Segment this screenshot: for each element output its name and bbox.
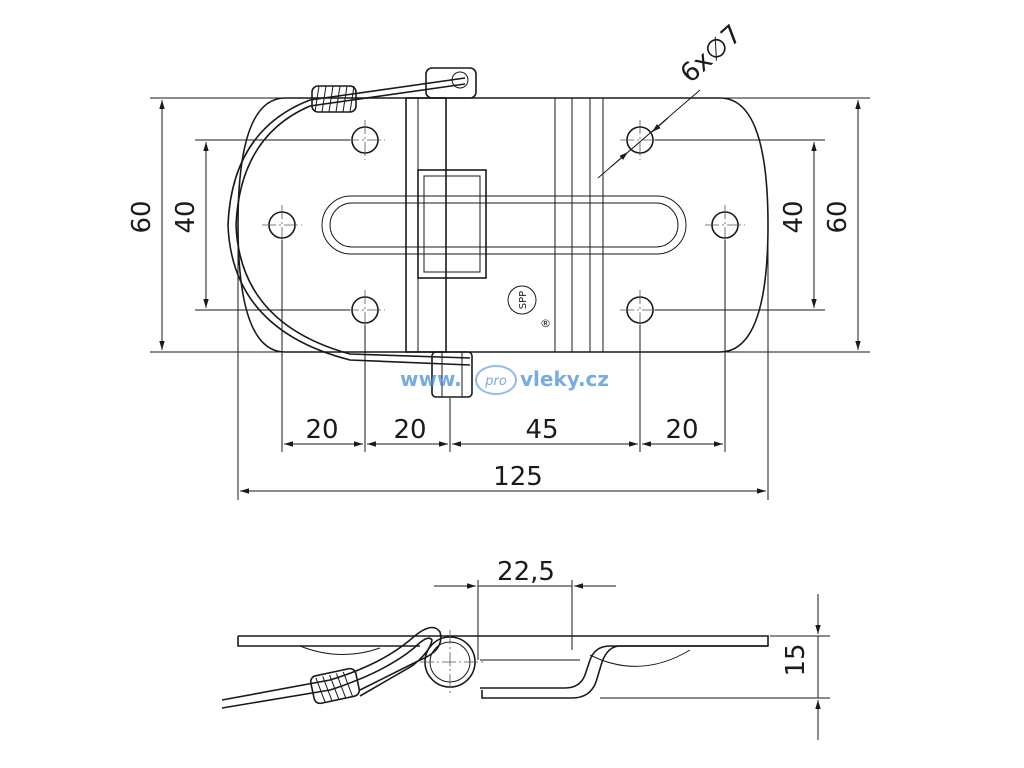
hinge-leaf <box>417 169 487 279</box>
hinge-knuckle <box>405 97 447 353</box>
registered-mark: ® <box>540 317 551 330</box>
side-view: 22,5 15 <box>221 557 830 740</box>
slot <box>321 195 687 255</box>
dim-label-60-left: 60 <box>127 200 157 233</box>
spring-coil <box>311 85 357 113</box>
dim-label-15: 15 <box>781 643 811 676</box>
watermark: www. pro vleky.cz <box>400 365 609 395</box>
dim-label-40-right: 40 <box>779 200 809 233</box>
dim-label-45: 45 <box>525 415 558 445</box>
hole-callout-label: 6x∅7 <box>675 19 748 89</box>
center-lines <box>262 120 745 330</box>
dim-label-20-b: 20 <box>393 415 426 445</box>
dim-label-60-right: 60 <box>823 200 853 233</box>
top-view: SPP ® 60 40 40 60 6x∅7 www. pro vleky.c <box>127 19 870 500</box>
hinge-pin-bottom <box>431 351 473 398</box>
dim-label-40-left: 40 <box>171 200 201 233</box>
side-plate-upper <box>238 635 769 689</box>
dim-label-125: 125 <box>493 462 543 492</box>
slot-inner <box>329 202 679 248</box>
dim-label-20-a: 20 <box>305 415 338 445</box>
hinge-plate-outline <box>237 97 769 353</box>
watermark-badge <box>475 365 517 395</box>
spring-wire <box>227 77 471 366</box>
brand-mark-text: SPP <box>518 291 529 309</box>
dim-label-20-c: 20 <box>665 415 698 445</box>
watermark-prefix: www. <box>400 367 462 391</box>
dim-label-22-5: 22,5 <box>497 557 555 587</box>
side-spring-wire <box>221 626 442 701</box>
brand-logo: SPP ® <box>507 285 551 330</box>
side-plate-lower <box>481 645 768 699</box>
mounting-holes <box>268 126 739 324</box>
watermark-suffix: vleky.cz <box>520 367 609 391</box>
watermark-middle: pro <box>484 374 507 389</box>
side-spring-coil <box>309 667 361 705</box>
